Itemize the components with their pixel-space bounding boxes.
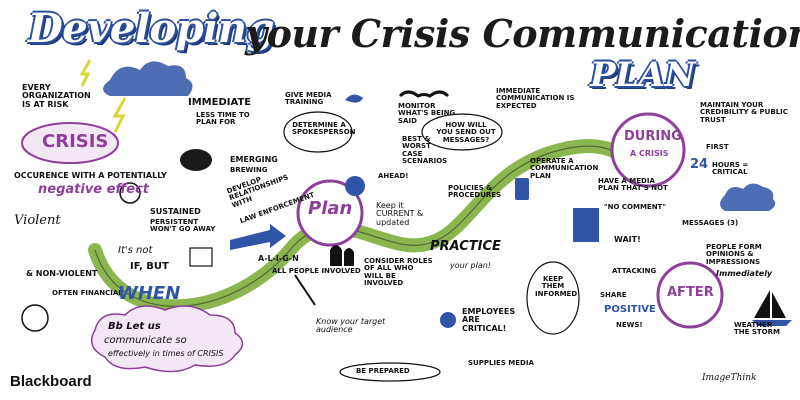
brewing-label: BREWING [230,166,268,174]
every-organization-text: EVERY ORGANIZATION is at RISK [22,83,91,109]
your-plan-text: your plan! [450,261,492,270]
title-plan: PLAN [590,55,695,95]
keep-informed-bubble [526,261,580,335]
title-developing: Developing [28,5,274,52]
negative-effect-text: negative effect [38,182,150,197]
plan-circle [296,179,364,247]
storm-cloud-right-icon [720,183,776,211]
bb-let-us-text: Bb Let us [108,321,161,332]
best-worst-text: BEST & WORST CASE SCENARIOS [402,135,448,166]
no-comment-text: "NO COMMENT" [604,203,666,211]
employees-text: EMPLOYEES are critical! [462,307,516,333]
messages-3-text: MESSAGES (3) [682,219,739,227]
blackboard-logo: Blackboard [10,373,92,390]
maintain-credibility-text: MAINTAIN YOUR CREDIBILITY & PUBLIC TRUST [700,101,788,124]
title-crisis-communication: your Crisis Communication [245,11,800,56]
after-circle [656,261,724,329]
often-financial-text: OFTEN FINANCIAL [52,289,123,297]
determine-spokesperson-text: DETERMINE A SPOKESPERSON [292,121,356,137]
team-icon [330,245,354,266]
consider-roles-text: CONSIDER ROLES OF ALL who will be involv… [364,257,433,288]
communicate-so-text: communicate so [104,335,187,346]
monitor-text: MONITOR WHAT'S BEING SAID [398,102,456,125]
news-text: NEWS! [616,321,643,329]
sustained-label: SUSTAINED [150,207,201,216]
violent-label: Violent [14,213,61,228]
know-audience-text: Know your target audience [316,317,386,335]
plan-label: Plan [308,198,353,219]
immediate-communication-text: IMMEDIATE COMMUNICATION IS EXPECTED [496,87,575,110]
immediately-text: Immediately [716,269,773,278]
supplies-media-text: SUPPLIES MEDIA [468,359,534,367]
effectively-text: effectively in times of CRISIS [108,349,224,358]
hours-24: 24 [690,157,709,172]
during-circle [610,112,686,188]
imagethink-logo: ImageThink [702,373,757,383]
people-involved-text: ALL PEOPLE INVOLVED [272,267,361,275]
calendar-icon [189,247,213,267]
emerging-label: EMERGING [230,155,278,164]
media-plan-text: HAVE A MEDIA PLAN THAT'S NOT [598,177,668,193]
if-but-text: IF, but [130,261,169,272]
give-media-training-text: GIVE MEDIA TRAINING [285,91,332,107]
messages-bubble [421,113,503,151]
bird-icon [345,94,363,103]
crisis-label: CRISIS [42,131,109,152]
lightning-icon [112,97,127,133]
a-crisis-text: a CRISIS [630,149,669,158]
sailboat-icon [754,290,786,318]
podium-icon [573,208,599,242]
practice-label: PRACTICE [430,239,501,254]
people-form-opinions-text: PEOPLE FORM OPINIONS & IMPRESSIONS [706,243,762,266]
green-path-outline [94,145,641,307]
weather-storm-text: WEATHER THE STORM [734,321,780,337]
how-send-messages-text: HOW WILL YOU SEND OUT MESSAGES? [436,121,496,144]
keep-it-current-text: Keep it CURRENT & updated [376,201,424,227]
person-icon [345,176,365,196]
less-time-text: LESS TIME TO PLAN for [196,111,250,127]
crisis-bubble [21,122,119,164]
money-bag-icon [21,304,49,332]
storm-cloud-icon [103,61,193,96]
keep-them-informed-text: Keep them informed [535,275,578,298]
non-violent-label: & NON-VIOLENT [26,269,98,278]
be-prepared-text: BE PREPARED [356,367,410,375]
angry-face-icon [119,182,141,204]
handshake-arrow-icon [230,224,286,250]
wait-text: WAIT! [614,235,641,244]
phone-icon [515,178,529,200]
be-prepared-banner [339,362,441,382]
operate-plan-text: OPERATE A COMMUNICATION PLAN [530,157,599,180]
share-text: SHARE [600,291,627,299]
arrow-icon [294,274,316,306]
hours-critical-text: HOURS = critical [712,161,749,177]
boat-hull [752,320,792,326]
its-not-text: It's not [118,245,153,256]
occurrence-text: OCCURENCE WITH A POTENTIALLY [14,171,167,180]
bb-cloud-bubble [90,305,244,373]
when-label: WHEN [118,283,181,304]
after-label: AFTER [667,285,714,300]
lightning-icon-2 [79,59,92,87]
attacking-text: ATTACKING [612,267,657,275]
brewing-pot-icon [180,149,212,171]
align-text: A-L-I-G-N [258,254,299,263]
immediate-label: IMMEDIATE [188,97,252,108]
during-label: DURING [624,129,682,144]
glasses-icon [398,90,450,98]
first-text: FIRST [706,143,729,151]
persistent-text: PERSISTENT WON'T GO AWAY [150,218,216,234]
spokesperson-bubble [283,111,353,153]
positive-text: POSITIVE [604,304,656,315]
ahead-text: AHEAD! [378,172,409,180]
employee-icon [440,312,456,328]
policies-procedures-text: POLICIES & PROCEDURES [448,184,502,200]
